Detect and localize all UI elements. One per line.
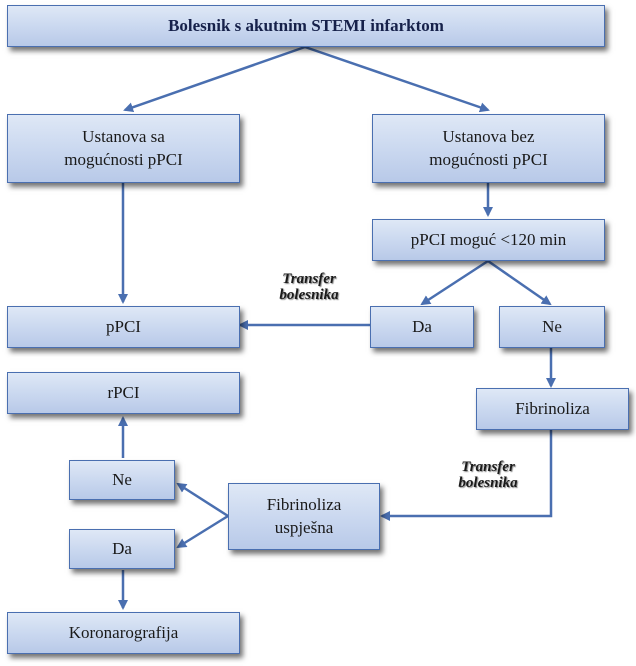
transfer-bottom-line2: bolesnika [458,474,518,491]
transfer-top-line2: bolesnika [279,286,339,303]
fibrinolysis-box: Fibrinoliza [476,388,629,430]
facility-with-line2: mogućnosti pPCI [64,149,183,169]
fibrinolysis-success-line2: uspješna [274,517,334,537]
facility-without-ppci-box: Ustanova bez mogućnosti pPCI [372,114,605,183]
facility-with-line1: Ustanova sa [82,126,165,146]
arrow-possible-to-da [420,259,489,306]
facility-without-ppci-text: Ustanova bez mogućnosti pPCI [429,126,548,172]
patient-stemi-text: Bolesnik s akutnim STEMI infarktom [168,15,444,35]
coronarography-box: Koronarografija [7,612,240,654]
ne-right-box: Ne [499,306,605,348]
ppci-text: pPCI [106,316,141,336]
fibrinolysis-text: Fibrinoliza [515,398,590,418]
ppci-possible-box: pPCI moguć <120 min [372,219,605,261]
fibrinolysis-success-text: Fibrinoliza uspješna [267,494,342,540]
da-right-text: Da [412,316,432,336]
arrow-fibrinolysis-to-success [380,430,553,521]
transfer-bottom-line1: Transfer [461,459,515,475]
facility-without-line1: Ustanova bez [442,126,535,146]
transfer-top-line1: Transfer [282,271,336,287]
facility-with-ppci-text: Ustanova sa mogućnosti pPCI [64,126,183,172]
ne-left-box: Ne [69,460,175,500]
coronarography-text: Koronarografija [68,622,179,642]
arrow-patient-to-without [304,45,490,113]
arrow-patient-to-with [123,45,306,113]
da-left-box: Da [69,529,175,569]
rpci-text: rPCI [107,382,140,402]
arrow-possible-to-ne [487,259,552,306]
transfer-label-top: Transfer bolesnika [262,271,356,304]
ppci-possible-text: pPCI moguć <120 min [410,229,567,249]
facility-with-ppci-box: Ustanova sa mogućnosti pPCI [7,114,240,183]
fibrinolysis-success-box: Fibrinoliza uspješna [228,483,380,550]
rpci-box: rPCI [7,372,240,414]
arrow-success-to-ne [176,482,229,518]
da-left-text: Da [112,538,132,558]
ppci-box: pPCI [7,306,240,348]
ne-right-text: Ne [542,316,562,336]
patient-stemi-box: Bolesnik s akutnim STEMI infarktom [7,5,605,47]
fibrinolysis-success-line1: Fibrinoliza [266,494,342,514]
arrow-success-to-da [176,514,229,549]
da-right-box: Da [370,306,474,348]
transfer-label-bottom: Transfer bolesnika [440,459,536,492]
facility-without-line2: mogućnosti pPCI [429,149,548,169]
ne-left-text: Ne [112,469,132,489]
